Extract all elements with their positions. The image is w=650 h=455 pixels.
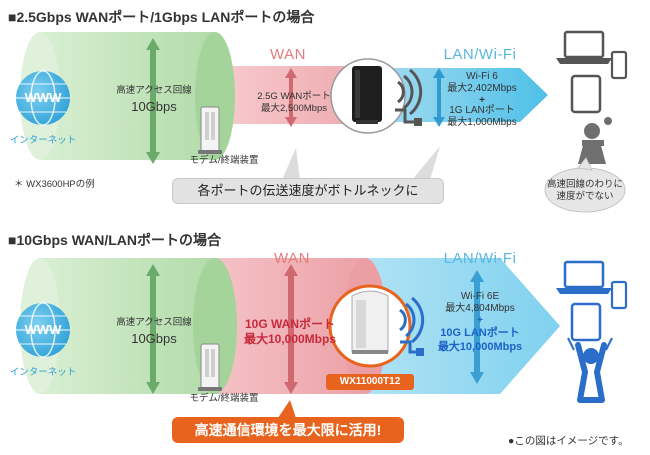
router-model-badge: WX11000T12 [326,374,414,390]
wifi-max-label: 最大2,402Mbps [447,83,517,94]
bottleneck-pointers [282,146,440,180]
wan-max-label-2: 最大10,000Mbps [243,332,337,346]
lan-max-label-2: 最大10,000Mbps [437,341,523,353]
wan-port-label-2: 10G WANポート [244,317,336,331]
footer-note: ●この図はイメージです。 [508,435,629,447]
callout-pointer [278,400,296,418]
laptop-icon [556,30,612,64]
smartphone-icon-2 [610,280,628,310]
modem-label: モデム/終端装置 [189,155,259,166]
modem-icon [198,106,222,154]
globe-icon-2 [16,302,70,358]
lan-port-label: 1G LANポート [449,105,515,116]
wifi-name-label: Wi-Fi 6 [466,71,498,82]
plus-sign-2: + [477,315,483,326]
sad-person-icon [578,117,612,164]
access-line-label-2: 高速アクセス回線 [116,317,192,328]
www-label-2: WWW [24,322,62,337]
slow-text-line1: 高速回線のわりに [546,179,624,190]
smartphone-icon [610,50,628,80]
slow-speech-bubble [544,157,626,213]
access-speed-label-2: 10Gbps [131,331,177,346]
globe-icon [16,70,70,126]
section2-heading: ■10Gbps WAN/LANポートの場合 [8,232,222,248]
modem-icon-2 [198,343,222,391]
tablet-icon [570,74,602,114]
plus-sign: + [479,95,485,106]
wan-zone-label-2: WAN [274,250,310,267]
internet-label-2: インターネット [9,367,77,378]
tablet-icon-2 [570,302,602,342]
wifi-name-label-2: Wi-Fi 6E [460,291,500,302]
wifi-waves-icon-2 [399,296,425,344]
section1-heading: ■2.5Gbps WANポート/1Gbps LANポートの場合 [8,9,315,25]
lan-zone-label-2: LAN/Wi-Fi [443,250,517,267]
internet-label: インターネット [9,135,77,146]
wan-port-label: 2.5G WANポート [257,91,331,102]
wifi-waves-icon [397,68,423,116]
bottleneck-bubble: 各ポートの伝送速度がボトルネックに [172,178,444,204]
modem-label-2: モデム/終端装置 [189,393,259,404]
wan-max-label: 最大2,500Mbps [260,103,328,114]
router-icon [330,58,422,134]
happy-person-icon [567,337,613,403]
www-label: WWW [24,90,62,105]
lan-port-label-2: 10G LANポート [440,327,520,339]
access-speed-label: 10Gbps [131,99,177,114]
lan-max-label: 最大1,000Mbps [447,117,517,128]
section1-arrows [146,38,445,164]
callout-bubble: 高速通信環境を最大限に活用! [172,417,404,443]
laptop-icon-2 [556,260,612,294]
section2-arrows [146,264,484,394]
access-line-label: 高速アクセス回線 [116,85,192,96]
wifi-max-label-2: 最大4,804Mbps [445,303,515,314]
wan-zone-label: WAN [270,46,306,63]
slow-text-line2: 速度がでない [556,191,614,202]
router-icon-2 [328,284,424,368]
lan-zone-label: LAN/Wi-Fi [443,46,517,63]
model-note: ＊ WX3600HPの例 [14,179,95,190]
